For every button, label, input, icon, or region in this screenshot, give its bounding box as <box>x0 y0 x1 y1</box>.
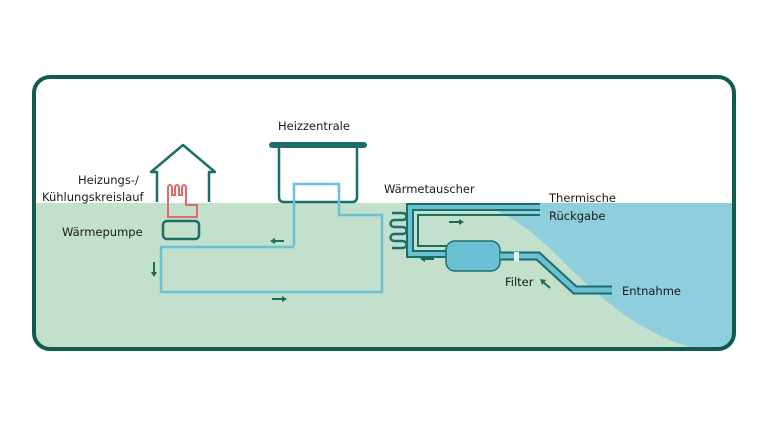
arrow-return <box>449 219 464 225</box>
label-thermal-return-1: Thermische <box>548 191 616 205</box>
label-thermal-return-2: Rückgabe <box>549 209 605 223</box>
arrow-supply <box>420 256 434 262</box>
lake-area <box>478 203 734 349</box>
secondary-circuit-pipe <box>159 182 384 294</box>
arrow-circuit-left <box>151 262 157 277</box>
arrow-circuit-bottom <box>272 296 287 302</box>
label-filter: Filter <box>505 275 534 289</box>
lake-water-pipes <box>406 203 612 295</box>
filter-icon <box>514 252 519 261</box>
label-heating-circuit-2: Kühlungskreislauf <box>42 190 145 204</box>
label-heating-circuit-1: Heizungs-/ <box>78 173 139 187</box>
house-icon <box>149 143 217 202</box>
arrow-intake <box>540 279 551 289</box>
label-heating-center: Heizzentrale <box>278 119 350 133</box>
tank-icon <box>445 240 501 272</box>
label-intake: Entnahme <box>622 284 681 298</box>
heating-center-icon <box>269 142 367 204</box>
frame-border <box>32 75 736 351</box>
label-heat-exchanger: Wärmetauscher <box>384 182 475 196</box>
heating-coil-icon <box>167 184 198 218</box>
arrow-circuit-top <box>270 238 284 244</box>
label-heat-pump: Wärmepumpe <box>62 225 143 239</box>
heat-pump-icon <box>161 219 201 241</box>
